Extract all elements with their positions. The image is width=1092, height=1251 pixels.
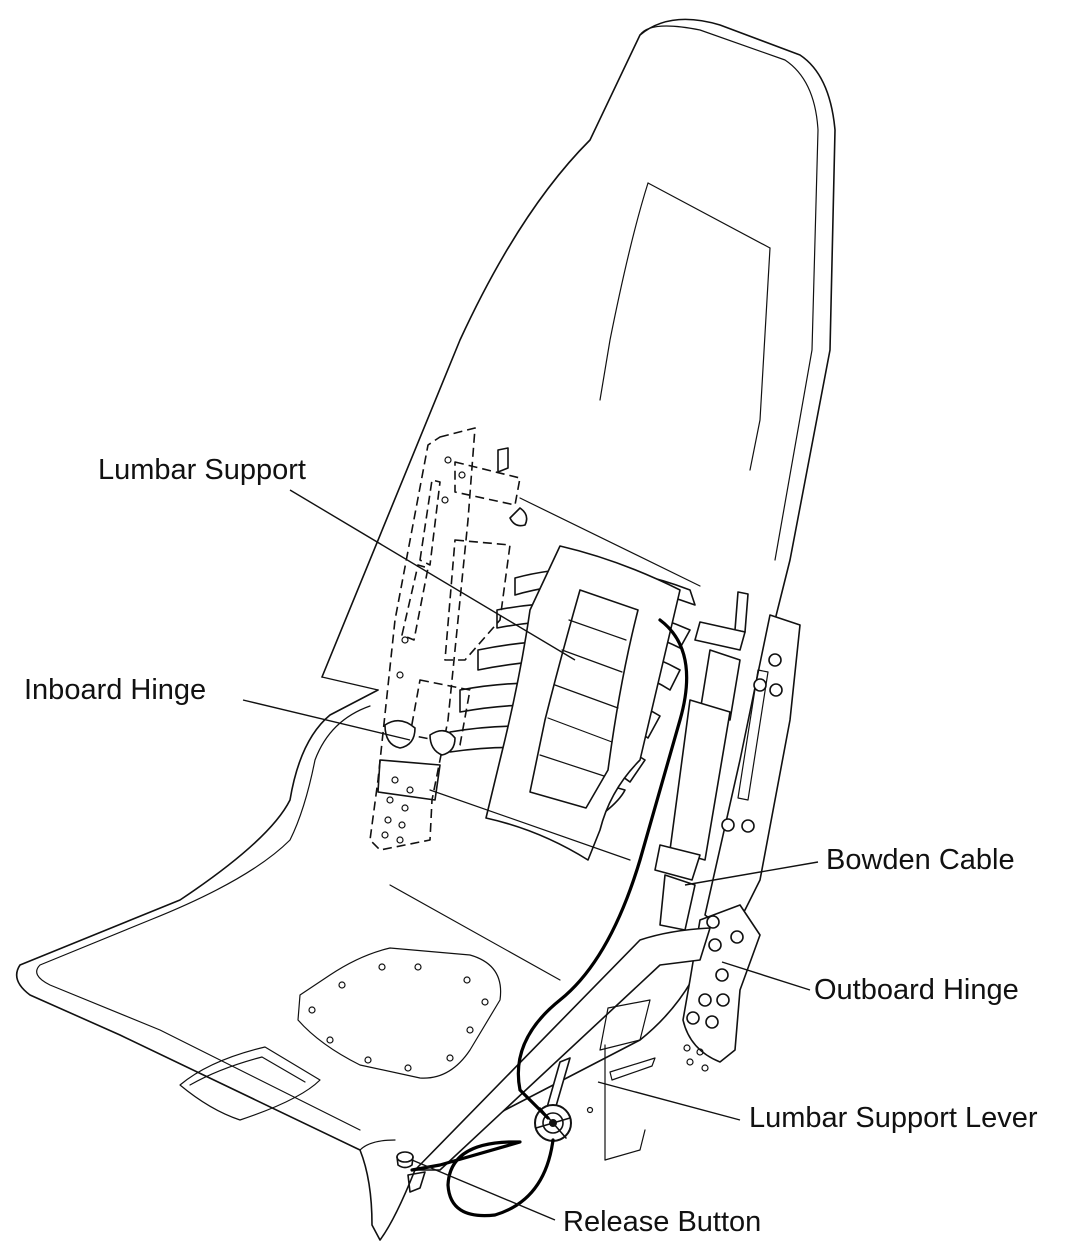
label-lumbar-support-lever: Lumbar Support Lever xyxy=(749,1102,1038,1134)
front-recess xyxy=(179,1046,321,1121)
label-lumbar-support: Lumbar Support xyxy=(98,454,306,486)
inboard-hinge-plate xyxy=(369,427,528,851)
label-bowden-cable: Bowden Cable xyxy=(826,844,1015,876)
label-outboard-hinge: Outboard Hinge xyxy=(814,974,1019,1006)
label-release-button: Release Button xyxy=(563,1206,762,1238)
lumbar-support-pad xyxy=(485,545,681,861)
seat-back-shell xyxy=(321,18,836,691)
seat-cushion-shell xyxy=(15,689,741,1241)
bowden-cable xyxy=(516,618,689,1120)
seat-frame-rail xyxy=(414,927,711,1171)
label-inboard-hinge: Inboard Hinge xyxy=(24,674,207,706)
release-button xyxy=(396,1151,414,1169)
leader-lines xyxy=(242,489,819,1221)
seat-pan-plate xyxy=(297,947,502,1079)
gas-strut xyxy=(654,591,749,931)
